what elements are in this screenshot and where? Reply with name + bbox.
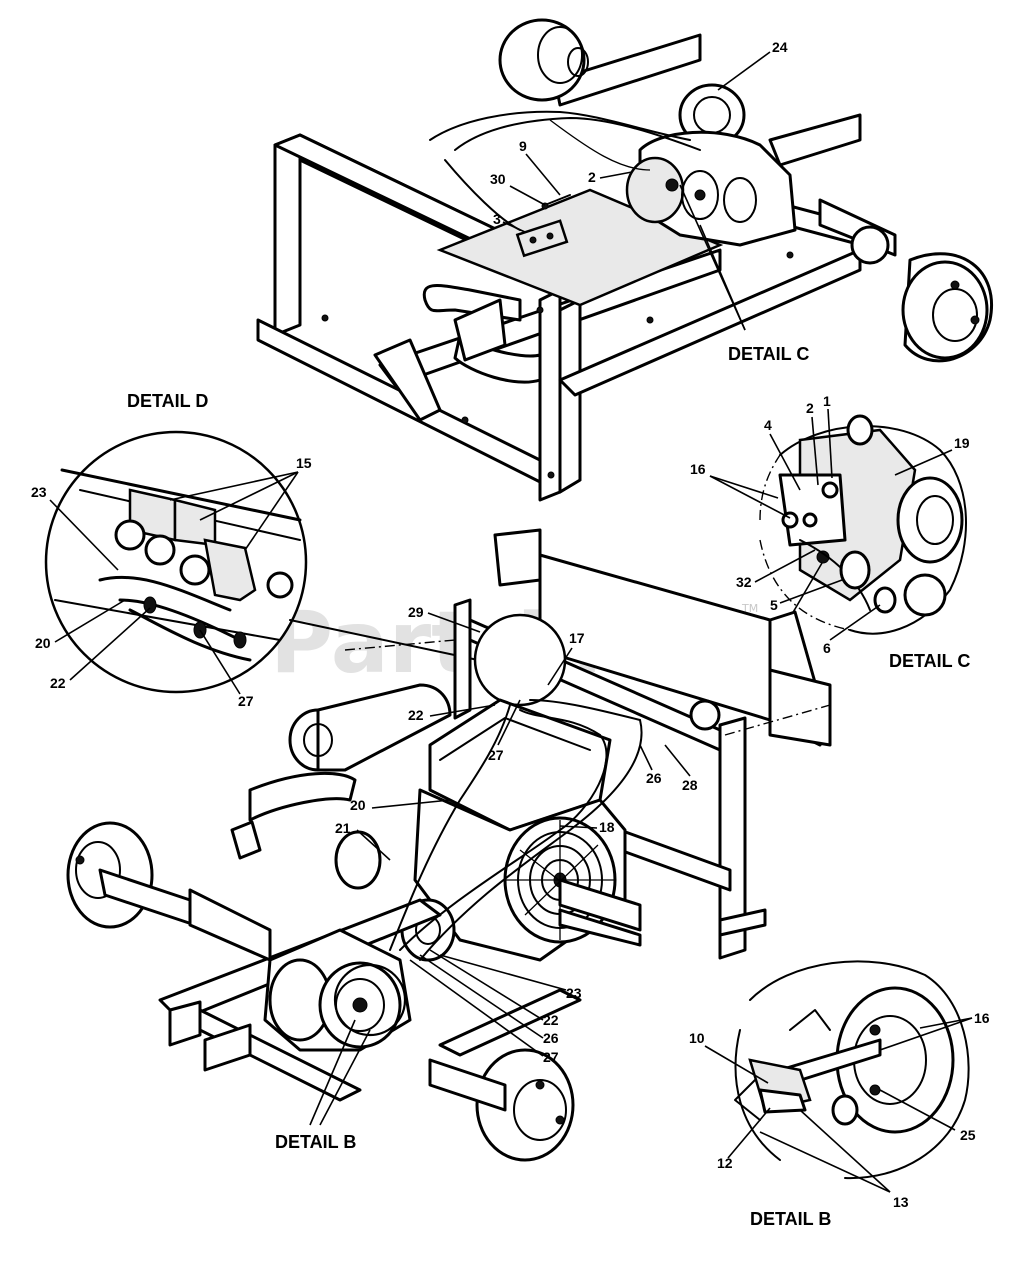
callout-b12: 12: [717, 1155, 733, 1171]
callout-m22b: 22: [543, 1012, 559, 1028]
callout-r6: 6: [823, 640, 831, 656]
callout-r1: 1: [823, 393, 831, 409]
callout-r32: 32: [736, 574, 752, 590]
callout-d15: 15: [296, 455, 312, 471]
detail-c-view: [759, 414, 967, 635]
detail-d-label: DETAIL D: [127, 391, 208, 411]
callout-r2: 2: [806, 400, 814, 416]
detail-d-callouts: DETAIL D 15 23 20 22 27: [31, 391, 312, 709]
detail-b-label-bottom: DETAIL B: [750, 1209, 831, 1229]
callout-m26: 26: [646, 770, 662, 786]
callout-d23: 23: [31, 484, 47, 500]
callout-r5: 5: [770, 597, 778, 613]
callout-b16: 16: [974, 1010, 990, 1026]
detail-d-view: [44, 430, 479, 694]
main-callouts: 29 17 22 27 20 21 18 26 28 23 22 26 27 D…: [275, 604, 698, 1152]
callout-d20: 20: [35, 635, 51, 651]
detail-b-label-top: DETAIL B: [275, 1132, 356, 1152]
callout-m17: 17: [569, 630, 585, 646]
top-frame-assembly: [256, 18, 993, 502]
detail-c-label-top: DETAIL C: [728, 344, 809, 364]
detail-b-callouts: 10 16 12 13 25 DETAIL B: [689, 1010, 990, 1229]
callout-r19: 19: [954, 435, 970, 451]
detail-c-label-right: DETAIL C: [889, 651, 970, 671]
callout-r16: 16: [690, 461, 706, 477]
callout-d27: 27: [238, 693, 254, 709]
callout-3: 3: [493, 211, 501, 227]
callout-30: 30: [490, 171, 506, 187]
callout-m27: 27: [488, 747, 504, 763]
callout-d22: 22: [50, 675, 66, 691]
callout-m23: 23: [566, 985, 582, 1001]
callout-m20: 20: [350, 797, 366, 813]
callout-2: 2: [588, 169, 596, 185]
main-assembly: [66, 528, 832, 1162]
callout-m27b: 27: [543, 1049, 559, 1065]
callout-m28: 28: [682, 777, 698, 793]
callout-m29: 29: [408, 604, 424, 620]
detail-b-view: [734, 960, 970, 1180]
callout-r4: 4: [764, 417, 772, 433]
callout-m21: 21: [335, 820, 351, 836]
callout-m18: 18: [599, 819, 615, 835]
callout-b13: 13: [893, 1194, 909, 1210]
callout-9: 9: [519, 138, 527, 154]
callout-m26b: 26: [543, 1030, 559, 1046]
callout-m22: 22: [408, 707, 424, 723]
callout-24: 24: [772, 39, 788, 55]
callout-b25: 25: [960, 1127, 976, 1143]
callout-b10: 10: [689, 1030, 705, 1046]
top-callouts: 24 9 30 2 3 DETAIL C: [490, 39, 809, 364]
